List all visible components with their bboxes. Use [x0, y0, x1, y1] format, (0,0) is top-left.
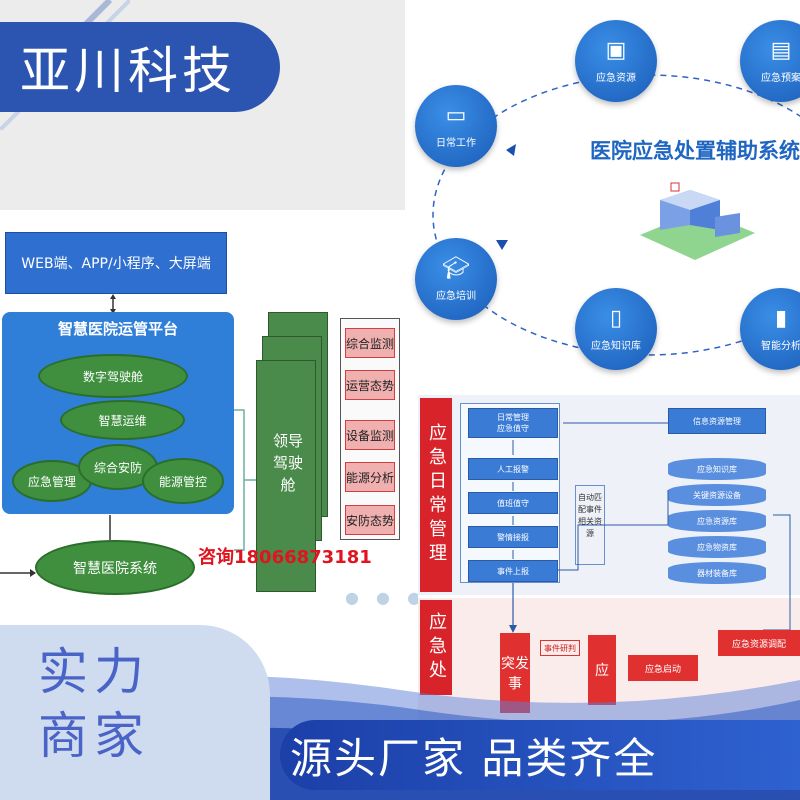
node-label: 应急培训 [436, 290, 476, 302]
bar-chart-icon: ▮ [774, 305, 788, 331]
monitor-item: 综合监测 [345, 328, 395, 358]
emergency-system-title: 医院应急处置辅助系统 [590, 139, 800, 163]
contact-phone: 咨询18066873181 [198, 547, 372, 568]
connector-arrow [110, 294, 116, 314]
resource-dispatch-box: 应急资源调配 [718, 630, 800, 656]
node-label: 应急预案 [761, 72, 800, 84]
event-assessment-box: 事件研判 [540, 640, 580, 656]
flow-step: 事件上报 [468, 560, 558, 582]
package-icon: ▣ [605, 37, 627, 63]
leader-cockpit-label: 领导驾驶舱 [273, 432, 304, 494]
resource-header: 信息资源管理 [668, 408, 766, 434]
monitor-item: 运营态势 [345, 370, 395, 400]
graduation-cap-icon: 🎓︎ [442, 255, 470, 281]
daily-management-text: 应急日常管理 [426, 423, 447, 567]
node-label: 智能分析 [761, 340, 800, 352]
monitor-icon: ▭ [445, 102, 467, 128]
pagination-dots: ● ● ● [345, 588, 428, 607]
sudden-event-box: 突发事 [500, 633, 530, 713]
module-energy: 能源管控 [142, 458, 224, 504]
slogan-banner: 源头厂家 品类齐全 [280, 720, 800, 790]
process-label: 应急处 [420, 600, 452, 695]
response-box: 应 [588, 635, 616, 705]
node-smart-analysis[interactable]: ▮ 智能分析 [740, 288, 800, 370]
resource-db: 关键资源设备 [668, 484, 766, 506]
node-emergency-resources[interactable]: ▣ 应急资源 [575, 20, 657, 102]
resource-db: 应急物资库 [668, 536, 766, 558]
leader-card-front [256, 360, 316, 592]
monitor-item: 安防态势 [345, 505, 395, 535]
book-icon: ▯ [609, 305, 623, 331]
node-daily-work[interactable]: ▭ 日常工作 [415, 85, 497, 167]
node-label: 日常工作 [436, 137, 476, 149]
monitor-item: 设备监测 [345, 420, 395, 450]
emergency-start-box: 应急启动 [628, 655, 698, 681]
resource-db: 应急资源库 [668, 510, 766, 532]
node-emergency-plan[interactable]: ▤ 应急预案 [740, 20, 800, 102]
strength-text: 实力 商家 [38, 640, 150, 768]
platform-title: 智慧医院运管平台 [57, 320, 178, 338]
strength-line: 实力 [38, 643, 150, 701]
monitor-item: 能源分析 [345, 462, 395, 492]
flow-step: 值班值守 [468, 492, 558, 514]
duty-header: 日常管理 应急值守 [468, 408, 558, 438]
client-endpoints-bar: WEB端、APP/小程序、大屏端 [5, 232, 227, 294]
resource-db: 应急知识库 [668, 458, 766, 480]
strength-line: 商家 [38, 707, 150, 765]
module-digital-cockpit: 数字驾驶舱 [38, 354, 188, 398]
duty-header-line: 应急值守 [497, 424, 529, 433]
process-text: 应急处 [426, 611, 447, 684]
flow-step: 警情接报 [468, 526, 558, 548]
flow-arrows [509, 422, 791, 633]
connector-lines [0, 515, 111, 577]
node-knowledge-base[interactable]: ▯ 应急知识库 [575, 288, 657, 370]
node-label: 应急资源 [596, 72, 636, 84]
daily-management-label: 应急日常管理 [420, 398, 452, 592]
node-emergency-training[interactable]: 🎓︎ 应急培训 [415, 238, 497, 320]
resource-db: 器材装备库 [668, 562, 766, 584]
flow-step: 人工报警 [468, 458, 558, 480]
strength-background [0, 625, 270, 800]
hospital-system-node: 智慧医院系统 [35, 540, 195, 595]
brand-logo-text: 亚川科技 [0, 22, 280, 112]
module-smart-ops: 智慧运维 [60, 400, 185, 440]
ring-path [432, 74, 800, 356]
document-icon: ▤ [770, 37, 792, 63]
node-label: 应急知识库 [591, 340, 641, 352]
duty-header-line: 日常管理 [497, 413, 529, 422]
hospital-building-illustration [640, 182, 755, 260]
